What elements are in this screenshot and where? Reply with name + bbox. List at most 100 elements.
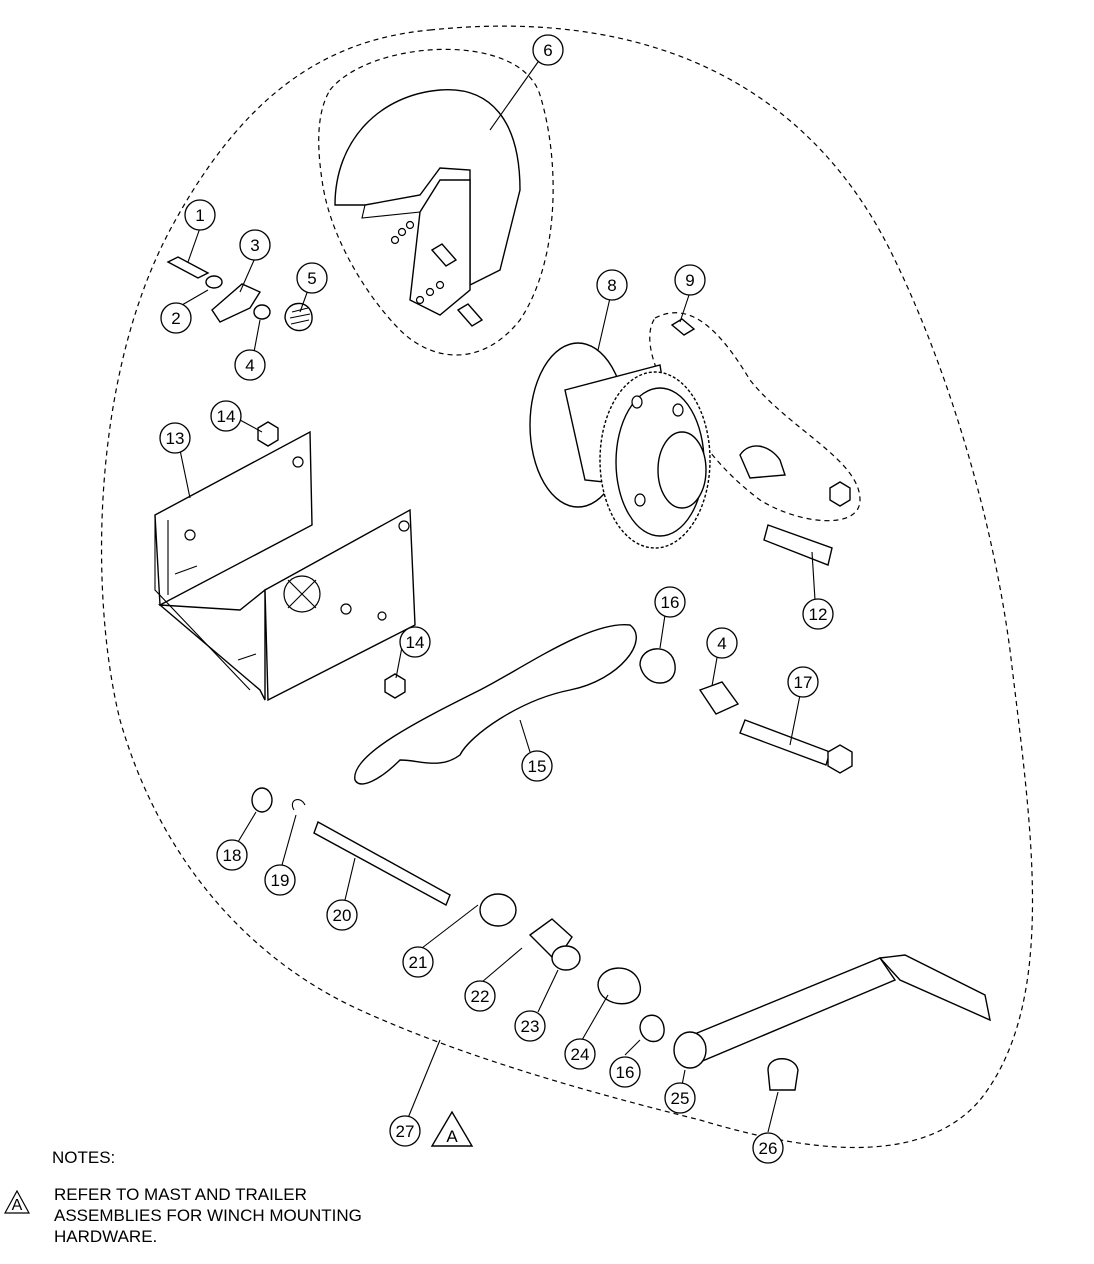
balloon-label: 14: [217, 407, 236, 426]
parts-16-4-17: [639, 648, 853, 1043]
balloon-circle: [564, 1038, 596, 1070]
balloon-16a: 16: [654, 586, 686, 618]
balloon-circle: [159, 422, 191, 454]
part-9-clamp: [670, 318, 851, 507]
balloon-circle: [596, 269, 628, 301]
notes-title: NOTES:: [52, 1148, 116, 1167]
part-14-nut-lower: [384, 673, 406, 699]
balloon-circle: [160, 302, 192, 334]
balloon-label: 20: [333, 906, 352, 925]
balloon-12: 12: [802, 598, 834, 630]
part-6-cover: [334, 89, 521, 327]
part-25-handle: [673, 954, 991, 1069]
balloon-4a: 4: [234, 349, 266, 381]
leader-lines: [179, 61, 816, 1133]
balloon-circle: [210, 400, 242, 432]
part-14-nut-upper: [257, 421, 279, 447]
assembly-6-outline: [318, 48, 554, 356]
balloon-circle: [752, 1132, 784, 1164]
balloon-24: 24: [564, 1038, 596, 1070]
balloon-label: 3: [250, 236, 259, 255]
balloon-label: 24: [571, 1045, 590, 1064]
balloon-label: 9: [685, 271, 694, 290]
balloon-label: 1: [195, 206, 204, 225]
balloon-circle: [664, 1082, 696, 1114]
note-text: REFER TO MAST AND TRAILER ASSEMBLIES FOR…: [54, 1185, 362, 1246]
balloon-17: 17: [787, 666, 819, 698]
balloon-2: 2: [160, 302, 192, 334]
balloon-label: 16: [616, 1063, 635, 1082]
balloon-label: 16: [661, 593, 680, 612]
balloon-27: 27: [389, 1115, 421, 1147]
part-13-frame: [154, 430, 416, 702]
part-12-shaft: [763, 524, 833, 566]
balloon-16b: 16: [609, 1056, 641, 1088]
assembly-27-outline: [100, 25, 1034, 1149]
note-flag-a-icon: A: [4, 1190, 30, 1214]
balloon-label: 6: [543, 41, 552, 60]
balloon-circle: [674, 264, 706, 296]
balloon-18: 18: [216, 839, 248, 871]
balloon-19: 19: [264, 864, 296, 896]
note-flag-a-letter: A: [12, 1197, 23, 1214]
balloon-22: 22: [464, 980, 496, 1012]
part-8-drum-gear: [529, 342, 711, 549]
balloon-25: 25: [664, 1082, 696, 1114]
balloon-label: 4: [245, 356, 254, 375]
balloon-26: 26: [752, 1132, 784, 1164]
balloon-circle: [184, 199, 216, 231]
note-flag-letter: A: [446, 1127, 458, 1146]
balloon-9: 9: [674, 264, 706, 296]
balloon-circle: [654, 586, 686, 618]
balloon-circle: [264, 864, 296, 896]
part-26-cap-nut: [767, 1058, 799, 1091]
balloon-label: 27: [396, 1122, 415, 1141]
balloon-label: 12: [809, 605, 828, 624]
balloon-5: 5: [296, 262, 328, 294]
balloon-circle: [399, 626, 431, 658]
balloon-circle: [216, 839, 248, 871]
balloon-8: 8: [596, 269, 628, 301]
balloon-20: 20: [326, 899, 358, 931]
balloon-14a: 14: [210, 400, 242, 432]
balloon-14b: 14: [399, 626, 431, 658]
balloon-label: 13: [166, 429, 185, 448]
balloon-label: 15: [528, 757, 547, 776]
balloon-label: 26: [759, 1139, 778, 1158]
balloon-label: 22: [471, 987, 490, 1006]
balloon-4b: 4: [706, 627, 738, 659]
balloon-label: 5: [307, 269, 316, 288]
balloon-circle: [787, 666, 819, 698]
balloon-label: 8: [607, 276, 616, 295]
balloon-circle: [389, 1115, 421, 1147]
balloon-circle: [326, 899, 358, 931]
balloon-circle: [706, 627, 738, 659]
balloon-15: 15: [521, 750, 553, 782]
balloon-label: 21: [409, 953, 428, 972]
balloon-circle: [234, 349, 266, 381]
balloon-label: 23: [521, 1017, 540, 1036]
balloon-circle: [239, 229, 271, 261]
balloon-13: 13: [159, 422, 191, 454]
balloon-21: 21: [402, 946, 434, 978]
balloon-circle: [532, 34, 564, 66]
balloon-circle: [296, 262, 328, 294]
balloon-circle: [609, 1056, 641, 1088]
balloon-label: 4: [717, 634, 726, 653]
balloon-label: 25: [671, 1089, 690, 1108]
balloon-23: 23: [514, 1010, 546, 1042]
parts-18-to-24: [251, 787, 641, 1005]
balloon-6: 6: [532, 34, 564, 66]
balloon-circle: [402, 946, 434, 978]
assembly-9-outline: [649, 312, 861, 522]
balloon-label: 2: [171, 309, 180, 328]
balloon-circle: [521, 750, 553, 782]
part-15-lever: [354, 624, 637, 785]
balloon-3: 3: [239, 229, 271, 261]
balloon-label: 19: [271, 871, 290, 890]
balloon-label: 18: [223, 846, 242, 865]
parts-1-to-5: [166, 256, 313, 332]
balloon-1: 1: [184, 199, 216, 231]
